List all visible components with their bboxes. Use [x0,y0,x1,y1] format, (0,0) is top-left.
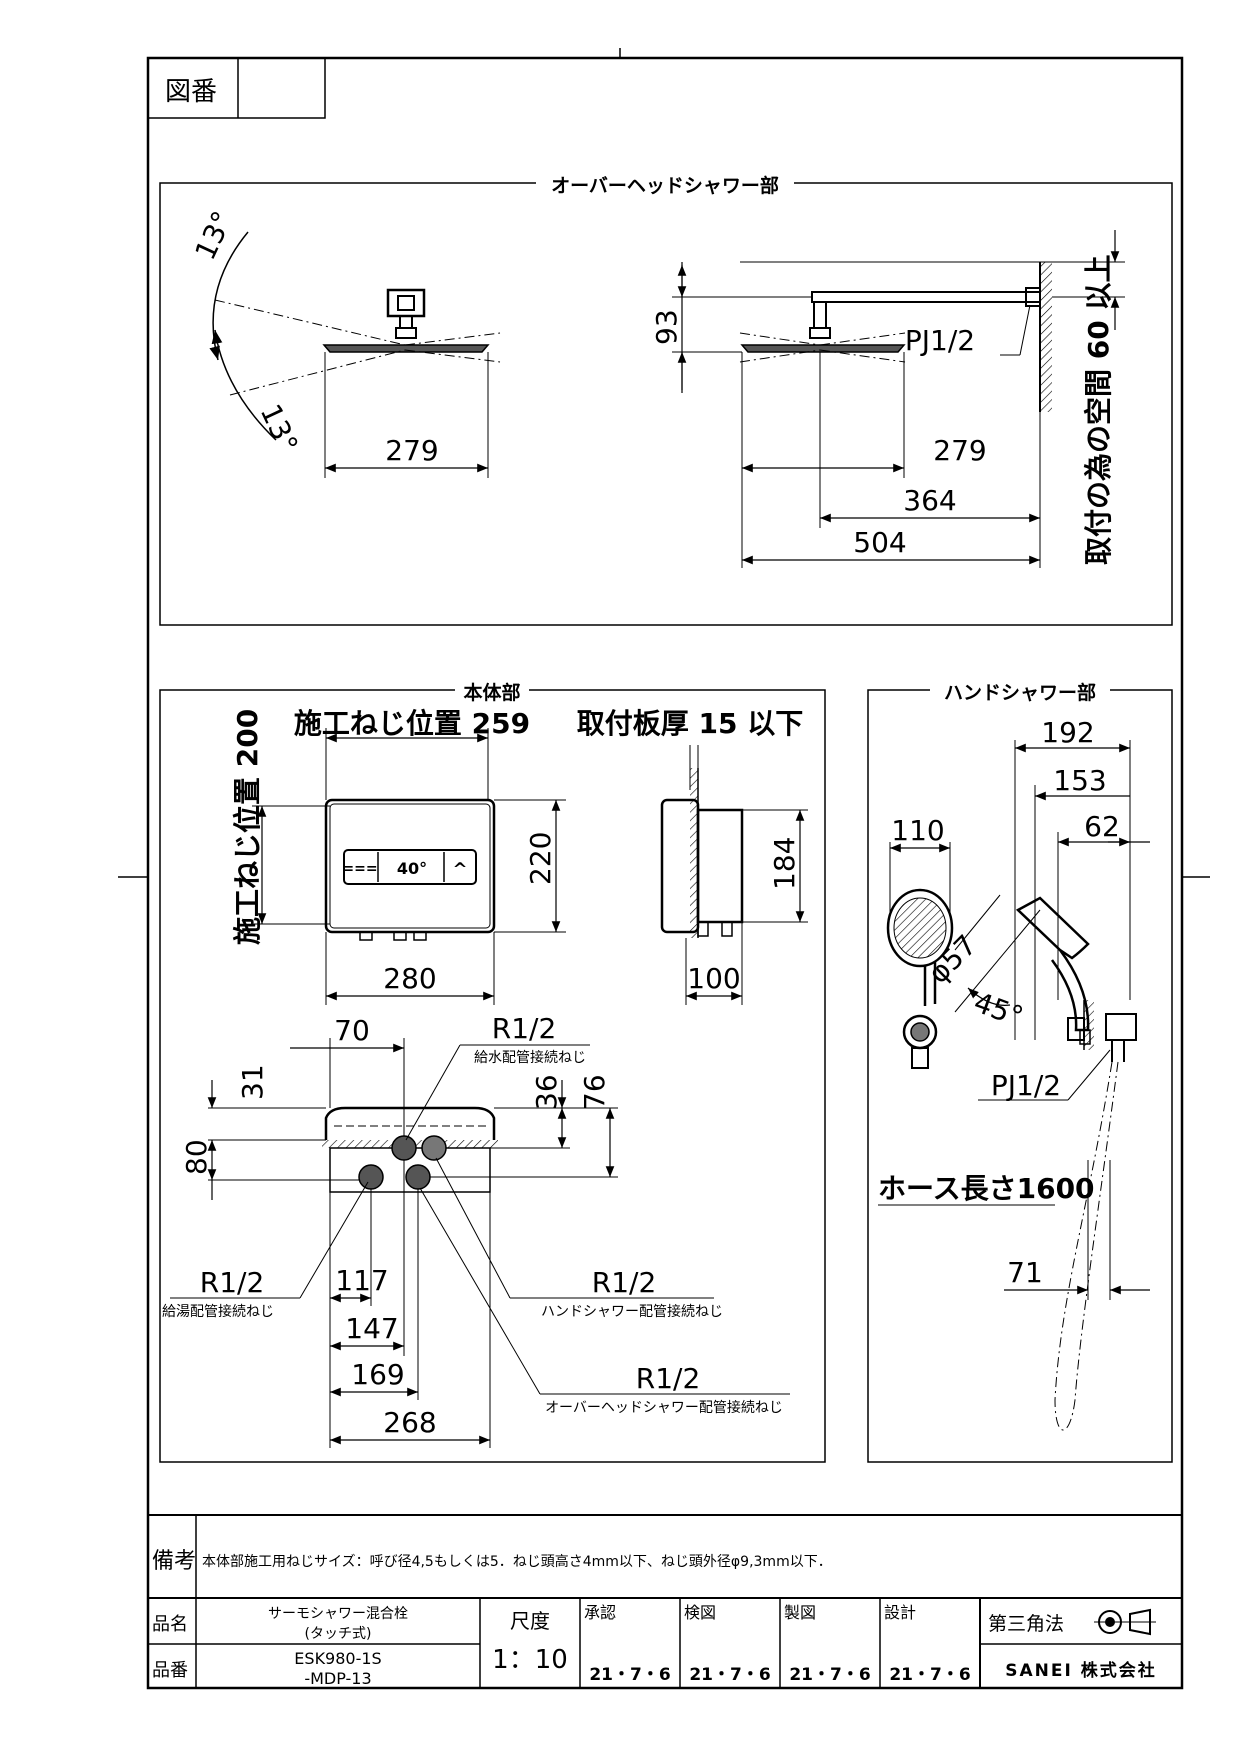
hand-dim-71: 71 [1007,1256,1043,1289]
display-temp: 40° [397,859,427,878]
hand-dim-62: 62 [1084,810,1120,843]
body-section-title: 本体部 [463,681,520,704]
body-height-220: 220 [524,832,557,885]
product-no-line2: -MDP-13 [304,1669,371,1688]
design-label: 設計 [884,1603,916,1622]
design-date: 21・7・6 [889,1665,970,1685]
overhead-shower-section: オーバーヘッドシャワー部 13° 13° 279 [159,170,1173,626]
overhead-height: 93 [650,309,683,345]
body-front-view: === 40° ^ 施工ねじ位置 259 施工ねじ位置 200 220 280 [231,707,566,1005]
hot-label: 給湯配管接続ねじ [162,1303,274,1320]
approval-label: 承認 [584,1603,616,1622]
cold-label: 給水配管接続ねじ [474,1049,586,1066]
overhead-front-view: 13° 13° 279 [188,206,501,478]
angle-bottom-label: 13° [254,399,305,458]
dim-76: 76 [578,1074,611,1110]
body-section: 本体部 === 40° ^ 施工ねじ位置 259 施工ねじ位置 200 [159,677,826,1463]
dim-70: 70 [334,1014,370,1047]
overhead-section-title: オーバーヘッドシャワー部 [551,174,779,197]
scale-value: 1：10 [492,1645,568,1675]
hand-shower-section: ハンドシャワー部 192 153 62 110 φ57 [867,677,1173,1463]
company-name: SANEI 株式会社 [1005,1660,1156,1681]
screw-pos-v: 施工ねじ位置 200 [231,709,264,945]
r-hand: R1/2 [592,1266,657,1299]
hose-length: ホース長さ1600 [878,1172,1095,1205]
draft-label: 製図 [784,1603,816,1622]
dim-268: 268 [383,1406,436,1439]
overhead-width-right: 279 [933,434,986,467]
check-label: 検図 [684,1603,716,1622]
check-date: 21・7・6 [689,1665,770,1685]
projection-label: 第三角法 [988,1613,1064,1635]
overhead-label: オーバーヘッドシャワー配管接続ねじ [545,1399,783,1416]
dim-169: 169 [351,1358,404,1391]
body-width-280: 280 [383,962,436,995]
drawing-number-box: 図番 [147,57,326,119]
approval-date: 21・7・6 [589,1665,670,1685]
dim-80: 80 [180,1139,213,1175]
product-no-label: 品番 [152,1660,188,1681]
hand-thread: PJ1/2 [991,1069,1061,1102]
scale-label: 尺度 [510,1609,550,1633]
install-space-label: 取付の為の空間 60 以上 [1082,255,1115,565]
r-overhead: R1/2 [636,1362,701,1395]
drawing-no-label: 図番 [165,77,217,107]
dim-117: 117 [335,1264,388,1297]
title-block: 品名 サーモシャワー混合栓 (タッチ式) 品番 ESK980-1S -MDP-1… [148,1597,1182,1688]
overhead-total-504: 504 [853,526,906,559]
hand-dim-110: 110 [891,814,944,847]
hand-dim-192: 192 [1041,716,1094,749]
svg-text:===: === [342,861,377,877]
product-no-line1: ESK980-1S [294,1649,381,1668]
body-depth-100: 100 [687,962,740,995]
product-name-line2: (タッチ式) [305,1626,372,1642]
body-bottom-view: 70 R1/2 給水配管接続ねじ 31 80 36 76 R1/2 給湯配管接続… [162,1012,790,1448]
dim-147: 147 [345,1312,398,1345]
product-name-line1: サーモシャワー混合栓 [268,1606,408,1622]
screw-pos-h: 施工ねじ位置 259 [294,707,530,740]
dim-31: 31 [236,1064,269,1100]
overhead-port [405,1164,431,1190]
r-cold: R1/2 [492,1012,557,1045]
r-hot: R1/2 [200,1266,265,1299]
overhead-width-left: 279 [385,434,438,467]
remarks-row: 備考 本体部施工用ねじサイズ：呼び径4,5もしくは5．ねじ頭高さ4mm以下、ねじ… [148,1514,1182,1598]
hot-port [358,1164,384,1190]
overhead-thread: PJ1/2 [905,324,975,357]
plate-thickness: 取付板厚 15 以下 [577,707,803,740]
body-side-view: 取付板厚 15 以下 184 100 [577,707,808,1005]
hand-section-title: ハンドシャワー部 [944,681,1096,704]
hand-angle: 45° [970,986,1028,1034]
hand-shower-port [421,1135,447,1161]
dim-36: 36 [530,1074,563,1110]
draft-date: 21・7・6 [789,1665,870,1685]
cold-port [391,1135,417,1161]
product-name-label: 品名 [152,1614,188,1635]
body-depth-184: 184 [768,837,801,890]
third-angle-projection-icon [1094,1608,1156,1636]
remarks-label: 備考 [152,1549,196,1574]
sheet-border [118,48,1210,1690]
remarks-text: 本体部施工用ねじサイズ：呼び径4,5もしくは5．ねじ頭高さ4mm以下、ねじ頭外径… [202,1553,832,1570]
hand-dim-153: 153 [1053,764,1106,797]
svg-text:^: ^ [452,859,467,880]
overhead-arm-364: 364 [903,484,956,517]
hand-label: ハンドシャワー配管接続ねじ [541,1303,723,1320]
overhead-side-view: 93 PJ1/2 279 364 504 取付の為の空間 60 以上 [650,230,1125,568]
